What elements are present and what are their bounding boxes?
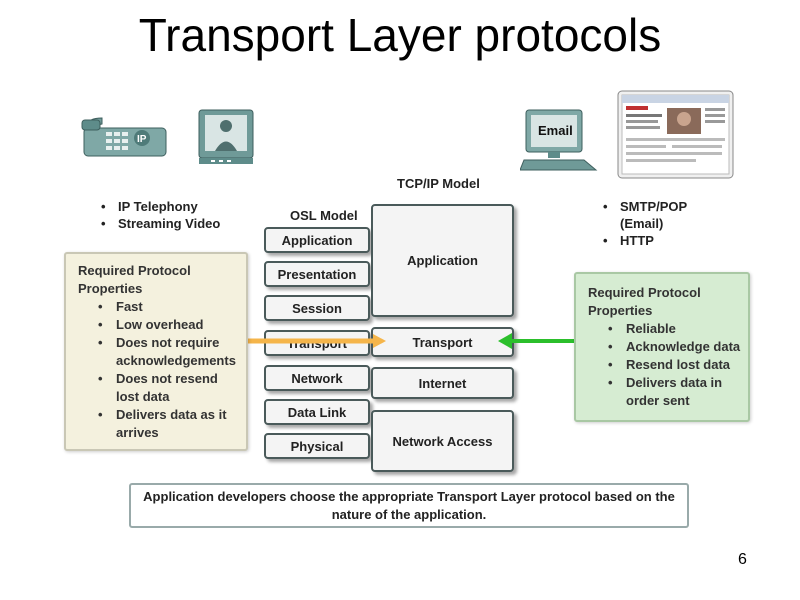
- tcp-layer-label: Transport: [412, 334, 473, 350]
- orange-arrow-head: [373, 334, 386, 348]
- right-box-heading-line2: Properties: [588, 303, 653, 318]
- right-property-item: Delivers data in order sent: [606, 374, 742, 410]
- left-property-item: Does not require acknowledgements: [96, 334, 240, 370]
- left-properties-list: Fast Low overhead Does not require ackno…: [78, 298, 240, 442]
- left-box-heading-line1: Required Protocol: [78, 263, 191, 278]
- tcp-layer-label: Application: [407, 253, 478, 268]
- osi-layer-label: Physical: [290, 438, 344, 454]
- bottom-note-text: Application developers choose the approp…: [143, 488, 675, 522]
- osi-layer-presentation: Presentation: [264, 261, 370, 287]
- left-app-list: IP Telephony Streaming Video: [98, 198, 220, 232]
- right-properties-list: Reliable Acknowledge data Resend lost da…: [588, 320, 742, 410]
- osi-layer-network: Network: [264, 365, 370, 391]
- osi-layer-application: Application: [264, 227, 370, 253]
- osi-model-title: OSL Model: [290, 208, 358, 223]
- right-property-item: Resend lost data: [606, 356, 742, 374]
- tcp-layer-application: Application: [371, 204, 514, 317]
- left-box-heading-line2: Properties: [78, 281, 143, 296]
- left-property-item: Low overhead: [96, 316, 240, 334]
- right-app-item: HTTP: [600, 232, 720, 249]
- left-app-item: Streaming Video: [98, 215, 220, 232]
- osi-layer-physical: Physical: [264, 433, 370, 459]
- left-app-item: IP Telephony: [98, 198, 220, 215]
- ip-phone-icon: IP: [81, 117, 167, 157]
- right-properties-box: Required Protocol Properties Reliable Ac…: [574, 272, 750, 422]
- tcp-layer-label: Internet: [418, 375, 467, 391]
- slide-title: Transport Layer protocols: [138, 9, 662, 61]
- green-arrow-head: [498, 333, 512, 349]
- osi-layer-label: Session: [292, 300, 342, 316]
- tcp-layer-network-access: Network Access: [371, 410, 514, 472]
- left-properties-box: Required Protocol Properties Fast Low ov…: [64, 252, 248, 451]
- osi-layer-session: Session: [264, 295, 370, 321]
- phone-ip-label: IP: [137, 134, 147, 145]
- slide-number: 6: [738, 551, 747, 568]
- right-box-heading-line1: Required Protocol: [588, 285, 701, 300]
- right-property-item: Reliable: [606, 320, 742, 338]
- osi-layer-label: Presentation: [277, 266, 357, 282]
- right-property-item: Acknowledge data: [606, 338, 742, 356]
- tcp-layer-internet: Internet: [371, 367, 514, 399]
- osi-layer-data-link: Data Link: [264, 399, 370, 425]
- email-computer-icon: Email: [520, 109, 598, 171]
- right-app-list: SMTP/POP (Email) HTTP: [600, 198, 720, 249]
- left-property-item: Fast: [96, 298, 240, 316]
- tcp-model-title: TCP/IP Model: [397, 176, 480, 191]
- osi-layer-label: Network: [291, 370, 343, 386]
- email-label: Email: [538, 123, 573, 138]
- osi-layer-label: Data Link: [287, 404, 347, 420]
- right-app-item: SMTP/POP (Email): [600, 198, 720, 232]
- osi-layer-label: Application: [281, 232, 353, 248]
- tcp-layer-label: Network Access: [392, 433, 493, 449]
- left-property-item: Does not resend lost data: [96, 370, 240, 406]
- web-page-icon: [617, 90, 734, 179]
- bottom-note: Application developers choose the approp…: [129, 483, 689, 528]
- left-property-item: Delivers data as it arrives: [96, 406, 240, 442]
- video-monitor-icon: [198, 109, 254, 164]
